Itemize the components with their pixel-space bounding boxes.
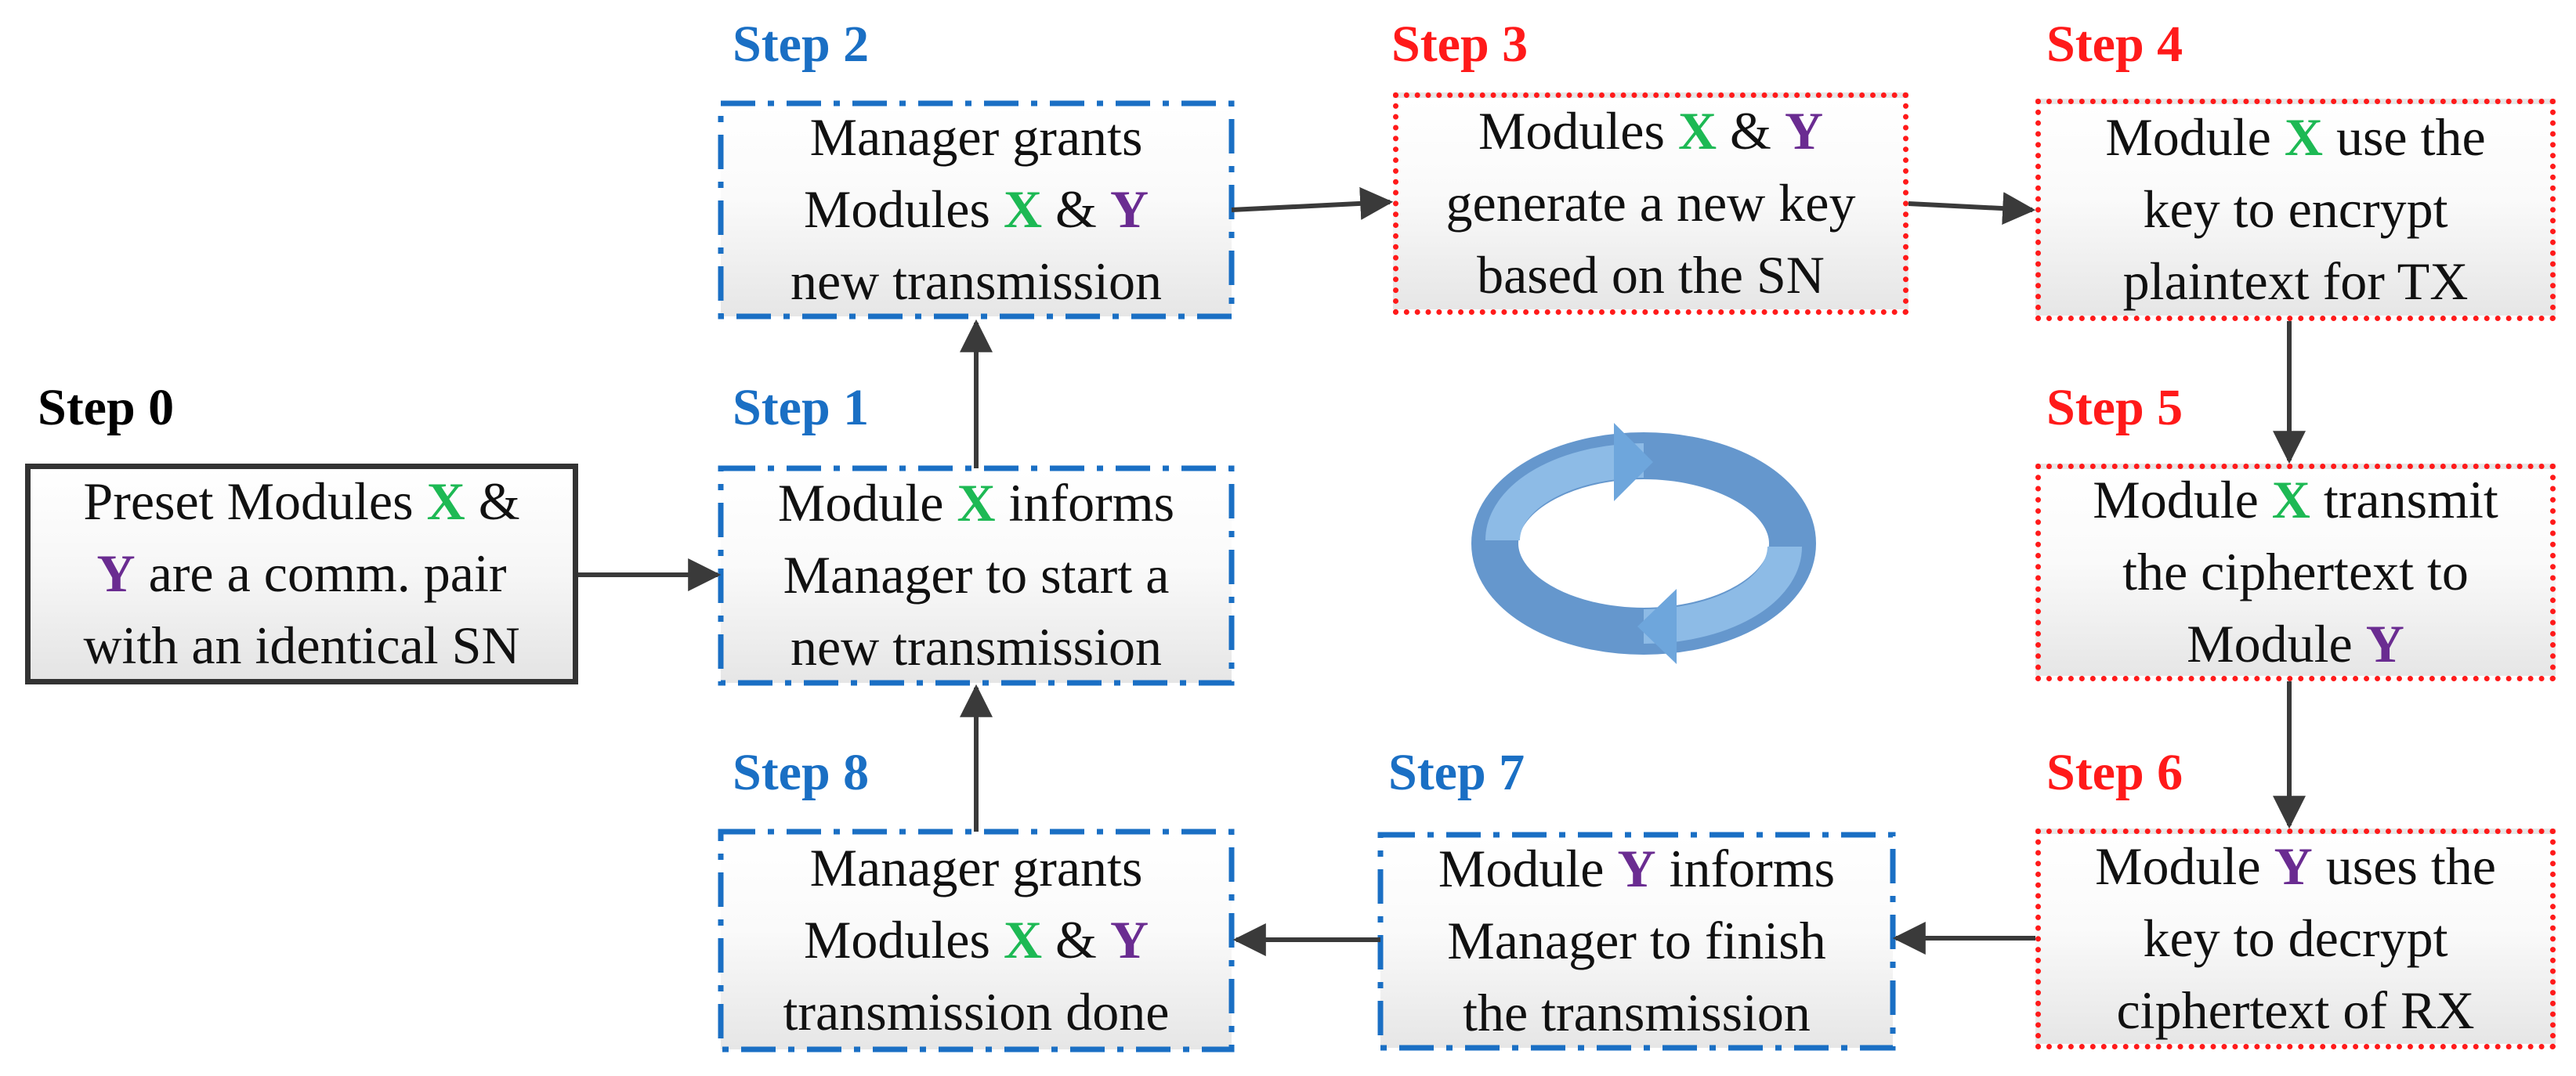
step-5-text-3: the ciphertext to (2122, 542, 2469, 602)
step-5-text-4: Module (2187, 613, 2366, 673)
module-y-label: Y (2365, 613, 2404, 673)
step-5-text-1: Module (2093, 470, 2272, 530)
step-4-label: Step 4 (2046, 16, 2183, 73)
arrow-step3-to-step4 (1908, 192, 2036, 226)
step-6-text-1: Module (2095, 836, 2274, 897)
step-8-text-3: transmission done (783, 981, 1170, 1042)
module-y-label: Y (96, 543, 136, 604)
step-0-text-3: are a comm. pair (135, 543, 507, 604)
step-6-box: Module Y uses the key to decrypt ciphert… (2035, 829, 2556, 1049)
step-6-text-3: key to decrypt (2143, 908, 2448, 969)
step-4-text-3: key to encrypt (2143, 179, 2448, 240)
step-2-text-1: Manager grants (809, 107, 1143, 168)
module-x-label: X (2284, 107, 2323, 168)
step-3-label: Step 3 (1391, 16, 1529, 73)
step-2-text-2: Modules (803, 179, 1004, 240)
step-0-label: Step 0 (38, 379, 175, 436)
step-6-label: Step 6 (2046, 744, 2183, 801)
step-8-border (718, 829, 1235, 1053)
module-y-label: Y (1109, 910, 1149, 970)
step-5-label: Step 5 (2046, 379, 2183, 436)
module-x-label: X (957, 473, 996, 533)
step-5-box: Module X transmit the ciphertext to Modu… (2035, 464, 2556, 681)
arrow-step2-to-step3 (1231, 186, 1394, 220)
ampersand: & (1042, 179, 1110, 240)
step-1-label: Step 1 (733, 379, 870, 436)
cycle-arrows-icon (1471, 423, 1816, 664)
module-y-label: Y (1784, 101, 1824, 161)
step-8-box: Manager grants Modules X & Y transmissio… (721, 832, 1232, 1049)
module-y-label: Y (2274, 836, 2313, 897)
module-y-label: Y (1617, 839, 1656, 899)
step-2-border (718, 100, 1235, 320)
step-7-box: Module Y informs Manager to finish the t… (1380, 835, 1893, 1048)
step-1-text-1: Module (777, 473, 957, 533)
step-8-text-1: Manager grants (809, 838, 1143, 898)
step-3-text-3: based on the SN (1477, 244, 1825, 305)
step-5-text-2: transmit (2310, 470, 2498, 530)
step-7-text-1: Module (1438, 839, 1618, 899)
step-1-text-4: new transmission (790, 616, 1163, 677)
step-3-text-1: Modules (1478, 101, 1678, 161)
step-8-label: Step 8 (733, 744, 870, 801)
step-6-text-4: ciphertext of RX (2116, 980, 2475, 1040)
step-1-box: Module X informs Manager to start a new … (721, 468, 1232, 683)
step-4-box: Module X use the key to encrypt plaintex… (2035, 99, 2556, 321)
step-0-text-4: with an identical SN (83, 615, 520, 675)
ampersand: & (1042, 910, 1110, 970)
step-4-text-4: plaintext for TX (2122, 251, 2469, 311)
module-x-label: X (1003, 910, 1043, 970)
step-2-box: Manager grants Modules X & Y new transmi… (721, 103, 1232, 316)
step-7-text-3: Manager to finish (1447, 911, 1826, 971)
step-0-text-1: Preset Modules (83, 471, 427, 532)
step-4-text-1: Module (2105, 107, 2285, 168)
module-x-label: X (1677, 101, 1717, 161)
module-x-label: X (2271, 470, 2310, 530)
module-x-label: X (426, 471, 465, 532)
step-7-border (1377, 832, 1896, 1051)
step-1-border (718, 465, 1235, 686)
step-1-text-2: informs (995, 473, 1175, 533)
step-4-text-2: use the (2322, 107, 2486, 168)
step-6-text-2: uses the (2312, 836, 2496, 897)
step-0-text-2: & (465, 471, 520, 532)
ampersand: & (1717, 101, 1785, 161)
step-3-text-2: generate a new key (1445, 173, 1856, 233)
step-2-label: Step 2 (733, 16, 870, 73)
step-7-text-4: the transmission (1463, 982, 1811, 1042)
step-7-label: Step 7 (1388, 744, 1525, 801)
step-1-text-3: Manager to start a (783, 545, 1170, 605)
module-x-label: X (1003, 179, 1043, 240)
step-0-box: Preset Modules X & Y are a comm. pair wi… (25, 464, 578, 684)
step-2-text-3: new transmission (790, 251, 1163, 311)
module-y-label: Y (1109, 179, 1149, 240)
step-7-text-2: informs (1655, 839, 1836, 899)
step-3-box: Modules X & Y generate a new key based o… (1393, 92, 1908, 315)
step-8-text-2: Modules (803, 910, 1004, 970)
